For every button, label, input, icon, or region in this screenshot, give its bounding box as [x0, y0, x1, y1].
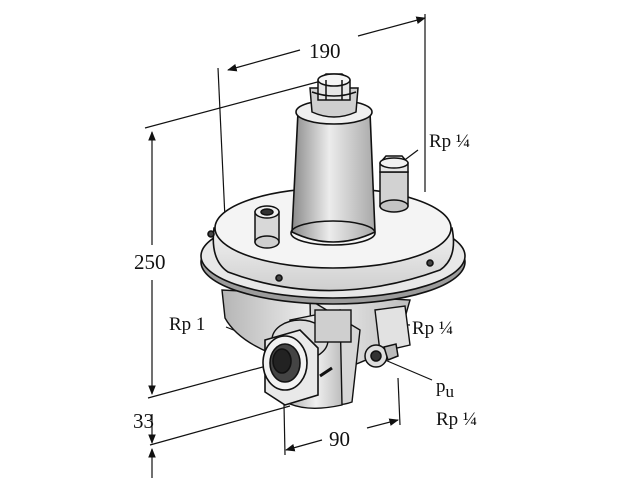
spring-tower [290, 99, 376, 246]
adjusting-cap [309, 73, 359, 118]
label-port-top: Rp ¼ [429, 131, 470, 152]
dim-height: 250 [134, 250, 166, 274]
dim-width-top: 190 [309, 39, 341, 63]
label-pu: pu [436, 376, 455, 401]
label-port-outlet: Rp ¼ [412, 318, 453, 339]
dim-bottom-offset: 33 [133, 409, 154, 433]
label-port-inlet: Rp 1 [169, 314, 205, 335]
label-pu-subscript: u [446, 382, 455, 401]
label-pu-symbol: p [436, 376, 446, 397]
pu-test-point [364, 343, 399, 368]
inlet-port [262, 329, 333, 406]
label-port-pu: Rp ¼ [436, 409, 477, 430]
vent-nozzle [254, 205, 280, 249]
dim-width-bottom: 90 [329, 427, 350, 451]
top-plug [379, 155, 409, 213]
